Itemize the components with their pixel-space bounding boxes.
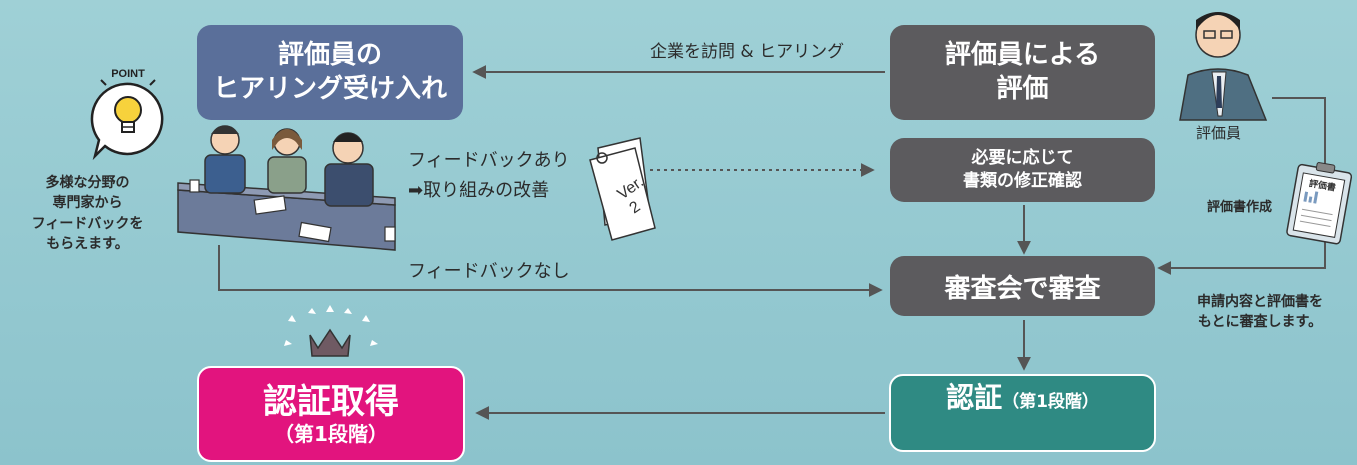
box-hearing-line1: 評価員の bbox=[277, 39, 382, 70]
box-revise-line2: 書類の修正確認 bbox=[963, 171, 1082, 191]
label-report-create: 評価書作成 bbox=[1207, 200, 1273, 215]
box-evaluation-line1: 評価員による bbox=[944, 39, 1101, 70]
point-note-line4: もらえます。 bbox=[46, 235, 129, 252]
box-certification: 認証 （第1段階） bbox=[889, 374, 1156, 452]
arrow-feedback-no bbox=[218, 245, 883, 297]
label-visit: 企業を訪問 & ヒアリング bbox=[650, 42, 845, 62]
box-hearing-line2: ヒアリング受け入れ bbox=[212, 73, 447, 104]
box-evaluation: 評価員による 評価 bbox=[890, 25, 1155, 120]
review-note-line2: もとに審査します。 bbox=[1197, 314, 1323, 331]
box-revise: 必要に応じて 書類の修正確認 bbox=[890, 138, 1155, 202]
label-point-note: 多様な分野の 専門家から フィードバックを もらえます。 bbox=[10, 173, 165, 254]
label-feedback-yes-line2: ➡取り組みの改善 bbox=[408, 180, 550, 201]
box-certification-sub: （第1段階） bbox=[1002, 392, 1099, 412]
point-note-line1: 多様な分野の bbox=[45, 175, 130, 191]
label-feedback-no: フィードバックなし bbox=[408, 261, 570, 282]
box-certification-main: 認証 bbox=[946, 381, 1003, 414]
label-review-note: 申請内容と評価書を もとに審査します。 bbox=[1170, 292, 1350, 333]
box-revise-line1: 必要に応じて bbox=[971, 148, 1074, 169]
box-review: 審査会で審査 bbox=[890, 256, 1155, 316]
point-note-line3: フィードバックを bbox=[31, 215, 144, 232]
box-evaluation-line2: 評価 bbox=[996, 73, 1049, 104]
point-note-line2: 専門家から bbox=[52, 195, 123, 212]
review-note-line1: 申請内容と評価書を bbox=[1197, 294, 1323, 310]
box-review-label: 審査会で審査 bbox=[944, 273, 1101, 304]
box-hearing: 評価員の ヒアリング受け入れ bbox=[197, 25, 463, 120]
label-evaluator: 評価員 bbox=[1196, 124, 1242, 142]
box-acquired-main: 認証取得 bbox=[263, 381, 399, 422]
arrow-evaluator-review bbox=[1157, 97, 1326, 275]
box-acquired-sub: （第1段階） bbox=[274, 422, 388, 447]
box-acquired: 認証取得 （第1段階） bbox=[197, 366, 465, 462]
label-feedback-yes-line1: フィードバックあり bbox=[408, 150, 570, 171]
